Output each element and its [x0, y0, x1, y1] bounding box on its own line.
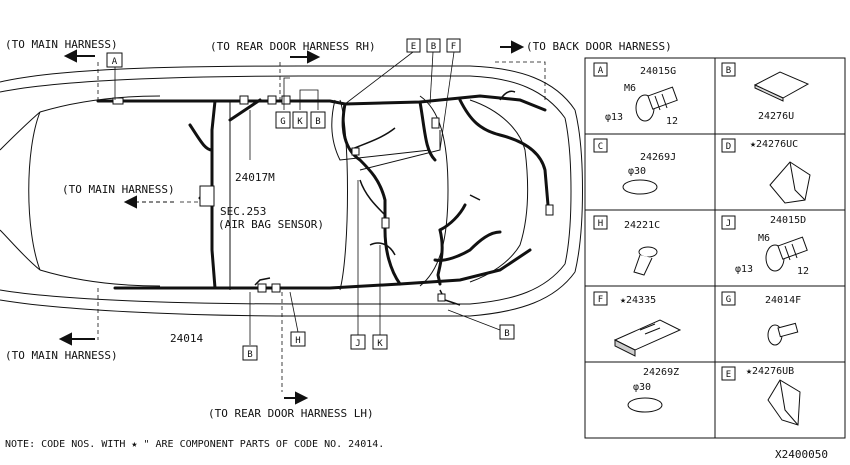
parts-cell-e: E ★24276UB [721, 366, 801, 426]
sec-reference: SEC.253 [220, 205, 266, 218]
parts-cell-h: H 24221C [593, 215, 660, 276]
cell-diameter: φ13 [605, 112, 623, 123]
parts-cell-b: B 24276U [721, 62, 810, 122]
cell-diameter: φ13 [735, 264, 753, 275]
cell-diameter: φ30 [628, 166, 646, 177]
arrow-left-icon [58, 332, 95, 346]
cell-diameter: φ30 [633, 382, 651, 393]
tag-g: G [280, 117, 285, 127]
diagram-tags [106, 38, 515, 361]
footnote: NOTE: CODE NOS. WITH ★ " ARE COMPONENT P… [5, 439, 384, 450]
callout-arrows [58, 40, 525, 405]
parts-cell-24269z: 24269Z φ30 [627, 367, 679, 413]
cell-letter: G [726, 295, 731, 305]
bolt-icon [635, 86, 678, 122]
callout-to-main-harness-top: (TO MAIN HARNESS) [5, 38, 118, 51]
tag-k: K [297, 117, 303, 127]
cell-part-number: 24014F [765, 295, 801, 306]
cell-part-number: 24221C [624, 220, 660, 231]
tag-e: E [411, 42, 416, 52]
cell-part-number: ★24276UB [746, 366, 794, 377]
parts-cell-g: G 24014F [721, 291, 801, 346]
parts-cell-f: F ★24335 [593, 291, 682, 357]
parts-cell-c: C 24269J φ30 [593, 138, 676, 195]
arrow-right-icon [500, 40, 525, 54]
cell-part-number: 24269J [640, 152, 676, 163]
cell-part-number: 24276U [758, 111, 794, 122]
part-number-24014: 24014 [170, 332, 203, 345]
cell-letter: J [726, 219, 731, 229]
cell-length: 12 [797, 266, 809, 277]
connector-blocks [112, 95, 554, 302]
callout-to-rear-door-rh: (TO REAR DOOR HARNESS RH) [210, 40, 376, 53]
part-number-24017m: 24017M [235, 171, 275, 184]
cell-letter: C [598, 142, 603, 152]
cell-part-number: ★24335 [620, 295, 656, 306]
round-pad-icon [627, 397, 663, 413]
tag-f: F [451, 42, 456, 52]
tag-j: J [355, 339, 360, 349]
cell-letter: H [598, 219, 603, 229]
connector-icon [613, 319, 682, 357]
arrow-left-icon [123, 195, 175, 209]
tag-a: A [112, 57, 118, 67]
callout-to-main-harness-mid: (TO MAIN HARNESS) [62, 183, 175, 196]
cell-letter: D [726, 142, 731, 152]
cell-part-number: 24015G [640, 66, 676, 77]
cell-letter: F [598, 295, 603, 305]
protector-icon [769, 161, 811, 204]
arrow-right-icon [290, 50, 321, 64]
tag-b: B [247, 350, 252, 360]
cell-letter: B [726, 66, 731, 76]
cell-part-number: 24269Z [643, 367, 679, 378]
arrow-left-icon [63, 49, 95, 63]
solid-leaders [114, 51, 501, 345]
bolt-icon [765, 236, 808, 272]
callout-to-main-harness-bottom: (TO MAIN HARNESS) [5, 349, 118, 362]
tag-h: H [295, 336, 300, 346]
arrow-right-icon [284, 391, 309, 405]
screw-icon [767, 322, 799, 346]
callout-to-back-door: (TO BACK DOOR HARNESS) [526, 40, 672, 53]
tag-k: K [377, 339, 383, 349]
clip-icon [633, 246, 658, 276]
parts-cell-d: D ★24276UC [721, 138, 811, 204]
leader-lines [97, 61, 546, 392]
cell-part-number: ★24276UC [750, 139, 798, 150]
cell-letter: A [598, 66, 604, 76]
cell-part-number: 24015D [770, 215, 806, 226]
cell-size: M6 [624, 83, 636, 94]
diagram-id: X2400050 [775, 448, 828, 461]
tag-b: B [504, 329, 509, 339]
tag-b: B [431, 42, 436, 52]
car-body-outline [0, 65, 583, 317]
cell-length: 12 [666, 116, 678, 127]
tag-b: B [315, 117, 320, 127]
air-bag-sensor-label: (AIR BAG SENSOR) [218, 218, 324, 231]
callout-to-rear-door-lh: (TO REAR DOOR HARNESS LH) [208, 407, 374, 420]
parts-cell-j: J 24015D M6 φ13 12 [721, 215, 809, 277]
cell-size: M6 [758, 233, 770, 244]
cell-letter: E [726, 370, 731, 380]
parts-cell-a: A 24015G M6 φ13 12 [593, 62, 678, 127]
round-pad-icon [622, 179, 658, 195]
